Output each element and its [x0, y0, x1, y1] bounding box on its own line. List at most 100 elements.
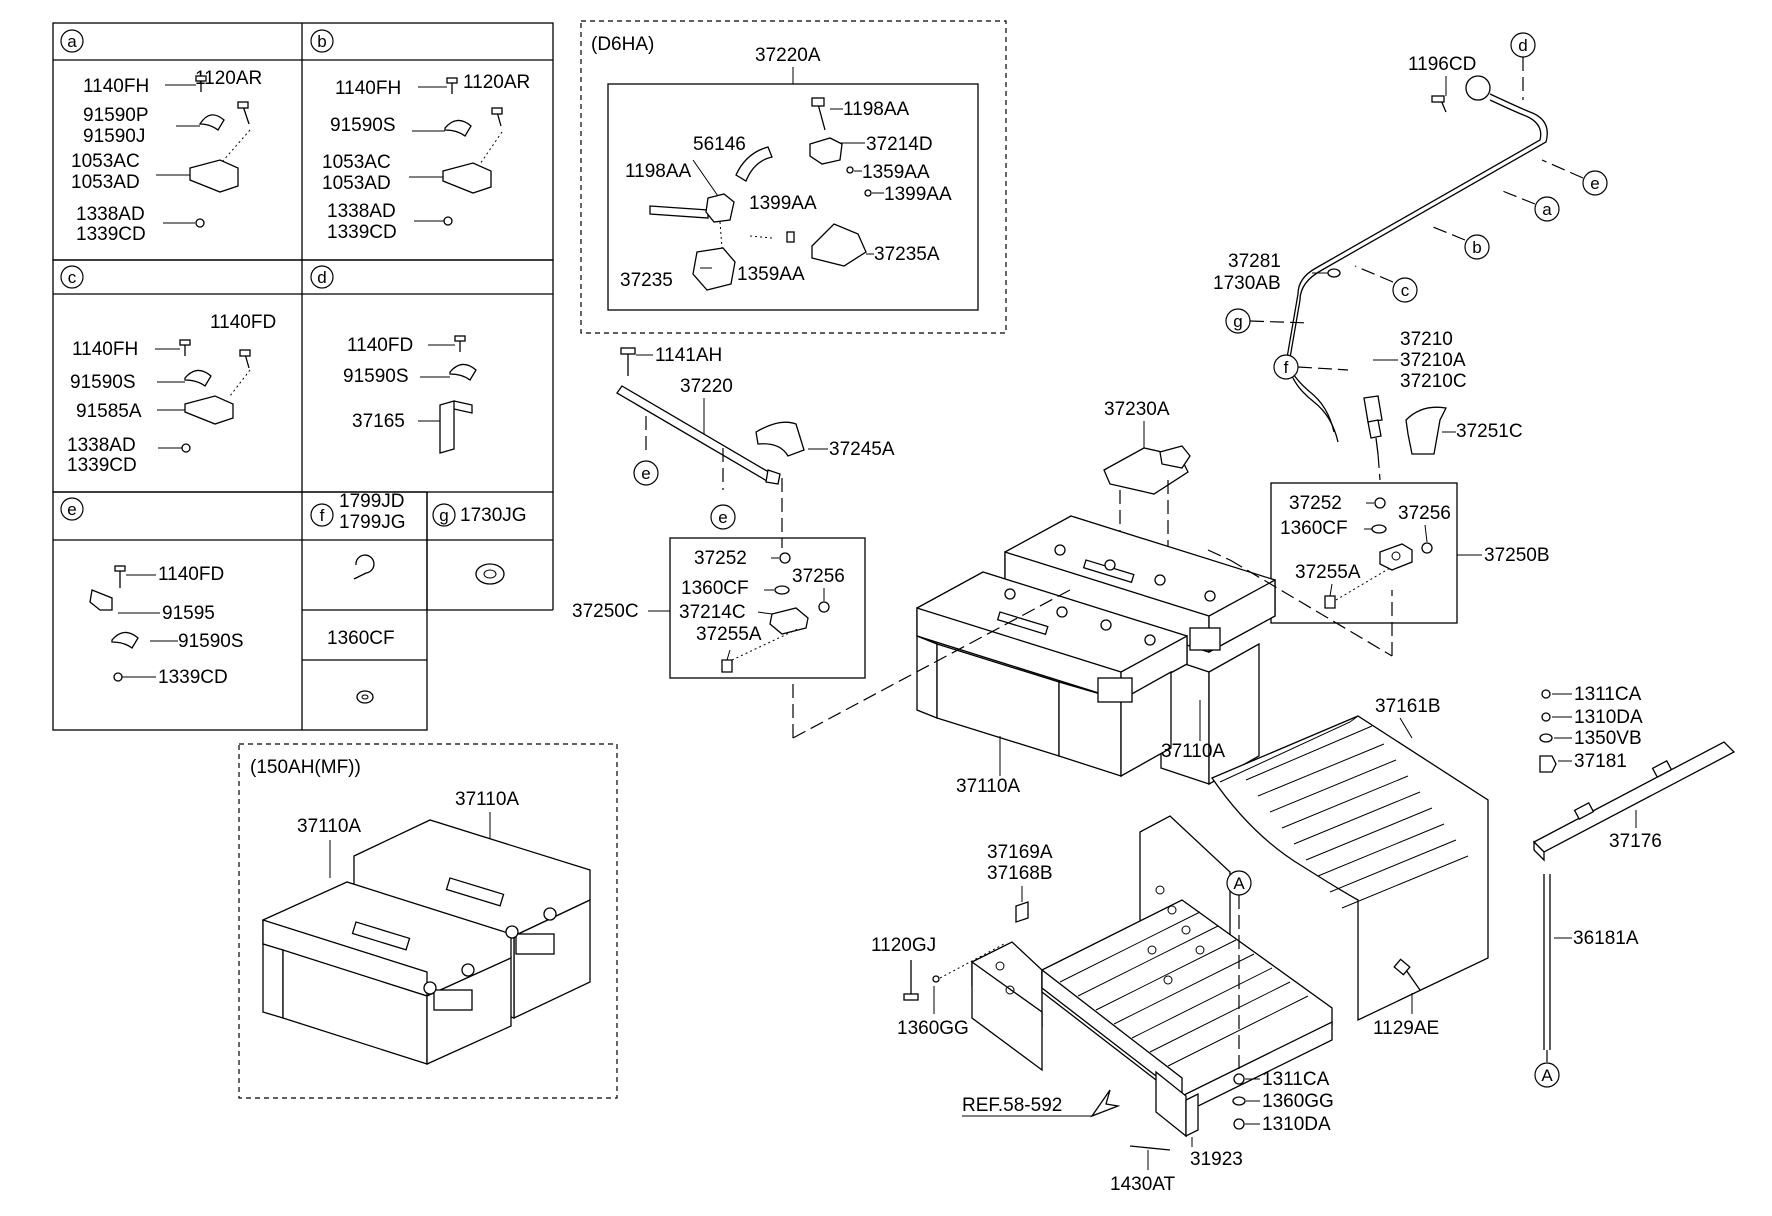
bracket-icon — [189, 159, 239, 193]
bracket-icon — [439, 400, 473, 454]
bolt-icon — [446, 77, 458, 94]
spacer-icon — [1539, 755, 1557, 773]
bracket-icon — [184, 395, 234, 425]
part-label: 37165 — [352, 411, 405, 432]
callout-c: c — [1401, 281, 1410, 300]
part-label: 1198AA — [625, 161, 692, 182]
callout-b: b — [1472, 238, 1481, 257]
part-label: 1311CA — [1574, 684, 1642, 705]
part-label: 37235 — [620, 270, 673, 291]
part-label: 31923 — [1190, 1149, 1243, 1170]
part-label: 1053AD — [322, 173, 391, 194]
part-label: 37245A — [829, 439, 895, 460]
bolt-icon — [454, 335, 466, 352]
terminal-clamp-icon — [769, 607, 809, 635]
nut-icon — [443, 216, 453, 226]
callout-e: e — [641, 464, 650, 483]
part-label: 1338AD — [76, 204, 145, 225]
part-label: 37251C — [1456, 421, 1523, 442]
part-label: 1360GG — [1262, 1091, 1334, 1112]
part-label: 1359AA — [862, 162, 930, 183]
part-label: 37181 — [1574, 751, 1627, 772]
part-label: 1140FH — [83, 76, 149, 97]
cell-b-letter: b — [317, 32, 326, 51]
bolt-icon — [811, 97, 826, 131]
detail-grid — [52, 22, 554, 731]
cell-a: 1140FH 1120AR 91590P 91590J 1053AC 1053A… — [71, 68, 262, 245]
clamp-bar-assembly: 1311CA 1310DA 1350VB 37181 37176 36181A … — [1532, 684, 1736, 1088]
nut-icon — [779, 552, 791, 564]
mf-section: (150AH(MF)) 37110A 37110A — [238, 743, 618, 1099]
callout-a: a — [1542, 200, 1552, 219]
part-label: 37281 — [1228, 251, 1281, 272]
callout-A: A — [1233, 874, 1245, 893]
nut-icon — [181, 443, 191, 453]
cell-g-letter: g — [439, 506, 448, 525]
part-label: 1129AE — [1373, 1018, 1439, 1039]
battery-tray: 37169A 37168B 1120GJ 1360GG A 1311CA 136… — [871, 815, 1334, 1195]
part-label: 37110A — [1161, 741, 1225, 762]
part-label: 1053AC — [71, 151, 140, 172]
cell-e: 1140FD 91595 91590S 1339CD — [89, 564, 244, 688]
part-label: 91590S — [70, 372, 136, 393]
part-label: 1310DA — [1574, 707, 1643, 728]
nut-icon — [1541, 689, 1551, 699]
terminal-clamp-icon — [1379, 543, 1413, 571]
part-label: 37220 — [680, 376, 733, 397]
callout-A: A — [1541, 1066, 1553, 1085]
bolt-head-icon — [721, 659, 733, 673]
pin-icon — [1129, 1145, 1171, 1151]
terminal-cover-icon — [755, 421, 805, 457]
part-label: 1360CF — [681, 578, 749, 599]
part-label: 1196CD — [1408, 54, 1476, 75]
part-label: 37110A — [455, 789, 519, 810]
part-label: 1430AT — [1110, 1174, 1176, 1195]
cable-end-icon — [1363, 395, 1383, 423]
handle-icon — [433, 989, 473, 1011]
part-label: 91595 — [162, 603, 215, 624]
part-label: 1120GJ — [871, 935, 936, 956]
band-clip-icon — [353, 554, 375, 580]
part-label: 1799JD — [339, 491, 405, 512]
part-label: 1198AA — [843, 99, 910, 120]
clip-icon — [184, 369, 212, 387]
part-label: 56146 — [693, 134, 746, 155]
part-label: 1339CD — [67, 455, 137, 476]
part-label: 1140FD — [158, 564, 224, 585]
nut-icon — [195, 218, 205, 228]
nut-icon — [1233, 1118, 1245, 1130]
part-label: 37255A — [1295, 562, 1361, 583]
part-label: 1360CF — [1280, 518, 1348, 539]
nut-icon — [846, 166, 854, 174]
part-label: 1140FD — [210, 312, 276, 333]
d6ha-title: (D6HA) — [591, 34, 654, 55]
nut-icon — [818, 601, 830, 613]
part-label: 37176 — [1609, 831, 1662, 852]
part-label: 1799JG — [339, 512, 406, 533]
part-label: 1140FH — [72, 339, 138, 360]
part-label: 1140FH — [335, 78, 401, 99]
part-label: 37161B — [1375, 696, 1441, 717]
clip-icon — [1015, 901, 1029, 923]
clip-icon — [444, 119, 472, 137]
part-label: 37110A — [297, 816, 361, 837]
bracket-icon — [442, 162, 492, 194]
part-label: 1339CD — [76, 224, 146, 245]
cell-letters: a b c d e f g — [60, 29, 456, 527]
part-label: 36181A — [1573, 928, 1639, 949]
handle-icon — [1189, 627, 1221, 651]
bolt-icon — [491, 107, 503, 127]
part-label: 91590S — [178, 631, 244, 652]
part-label: 37210C — [1400, 371, 1467, 392]
nut-icon — [1541, 712, 1551, 722]
part-label: 37210A — [1400, 350, 1466, 371]
part-label: 91590J — [83, 126, 145, 147]
part-label: 1360CF — [327, 628, 395, 649]
part-label: 37250C — [572, 601, 639, 622]
pin-icon — [786, 231, 795, 243]
terminal-icon — [89, 589, 113, 611]
part-label: 37214D — [866, 134, 933, 155]
bolt-icon — [114, 565, 126, 588]
terminal-clamp-icon — [705, 193, 735, 223]
